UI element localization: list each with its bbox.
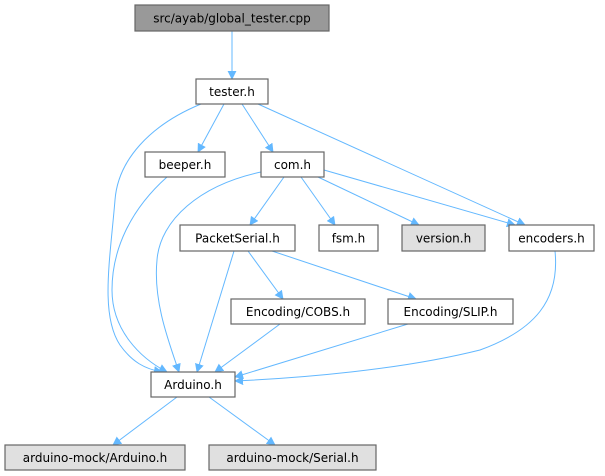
node-box bbox=[4, 444, 186, 471]
node-mock_serial[interactable]: arduino-mock/Serial.h bbox=[208, 444, 377, 471]
edge-tester-to-beeper bbox=[197, 103, 225, 153]
node-cobs[interactable]: Encoding/COBS.h bbox=[230, 298, 366, 325]
node-box bbox=[508, 224, 595, 252]
edge-com-to-packetserial bbox=[249, 176, 285, 226]
node-com[interactable]: com.h bbox=[260, 151, 325, 178]
node-label: encoders.h bbox=[518, 232, 585, 246]
node-packetserial[interactable]: PacketSerial.h bbox=[179, 224, 296, 252]
edge-packetserial-to-slip bbox=[271, 250, 417, 301]
node-label: src/ayab/global_tester.cpp bbox=[153, 12, 311, 26]
nodes: src/ayab/global_tester.cpp tester.h beeper… bbox=[4, 4, 595, 471]
node-box bbox=[387, 298, 514, 325]
edge-packetserial-to-arduino bbox=[195, 250, 235, 373]
node-version[interactable]: version.h bbox=[401, 224, 486, 252]
node-label: Arduino.h bbox=[164, 378, 222, 392]
node-box bbox=[318, 224, 379, 252]
edges bbox=[107, 31, 557, 446]
node-box bbox=[230, 298, 366, 325]
node-box bbox=[195, 78, 269, 105]
node-beeper[interactable]: beeper.h bbox=[144, 151, 226, 178]
node-label: arduino-mock/Serial.h bbox=[226, 451, 358, 465]
edge-arduino-to-mock_arduino bbox=[112, 396, 178, 446]
node-slip[interactable]: Encoding/SLIP.h bbox=[387, 298, 514, 325]
edge-arduino-to-mock_serial bbox=[208, 396, 276, 446]
node-encoders[interactable]: encoders.h bbox=[508, 224, 595, 252]
edge-tester-to-arduino bbox=[107, 103, 202, 376]
node-box bbox=[144, 151, 226, 178]
node-box bbox=[401, 224, 486, 252]
node-arduino[interactable]: Arduino.h bbox=[150, 371, 236, 398]
node-tester[interactable]: tester.h bbox=[195, 78, 269, 105]
edge-com-to-arduino bbox=[155, 171, 262, 373]
node-label: version.h bbox=[416, 232, 471, 246]
node-label: beeper.h bbox=[159, 158, 212, 172]
edge-cobs-to-arduino bbox=[214, 323, 281, 373]
node-label: PacketSerial.h bbox=[195, 232, 280, 246]
node-fsm[interactable]: fsm.h bbox=[318, 224, 379, 252]
edge-slip-to-arduino bbox=[234, 323, 409, 379]
edge-com-to-fsm bbox=[300, 176, 336, 226]
edge-com-to-version bbox=[317, 176, 420, 226]
edge-beeper-to-arduino bbox=[111, 176, 168, 373]
node-root[interactable]: src/ayab/global_tester.cpp bbox=[134, 4, 330, 32]
node-box bbox=[150, 371, 236, 398]
node-label: tester.h bbox=[209, 85, 255, 99]
node-box bbox=[260, 151, 325, 178]
node-box bbox=[179, 224, 296, 252]
node-label: Encoding/COBS.h bbox=[246, 305, 350, 319]
node-label: com.h bbox=[274, 158, 311, 172]
edge-encoders-to-arduino bbox=[234, 250, 557, 386]
edge-com-to-encoders bbox=[323, 169, 516, 228]
edge-tester-to-encoders bbox=[257, 103, 526, 226]
edge-packetserial-to-cobs bbox=[247, 250, 284, 300]
node-mock_arduino[interactable]: arduino-mock/Arduino.h bbox=[4, 444, 186, 471]
node-box bbox=[134, 4, 330, 32]
edge-tester-to-com bbox=[241, 103, 274, 153]
node-label: arduino-mock/Arduino.h bbox=[23, 451, 167, 465]
node-label: Encoding/SLIP.h bbox=[404, 305, 498, 319]
node-box bbox=[208, 444, 377, 471]
node-label: fsm.h bbox=[332, 232, 366, 246]
